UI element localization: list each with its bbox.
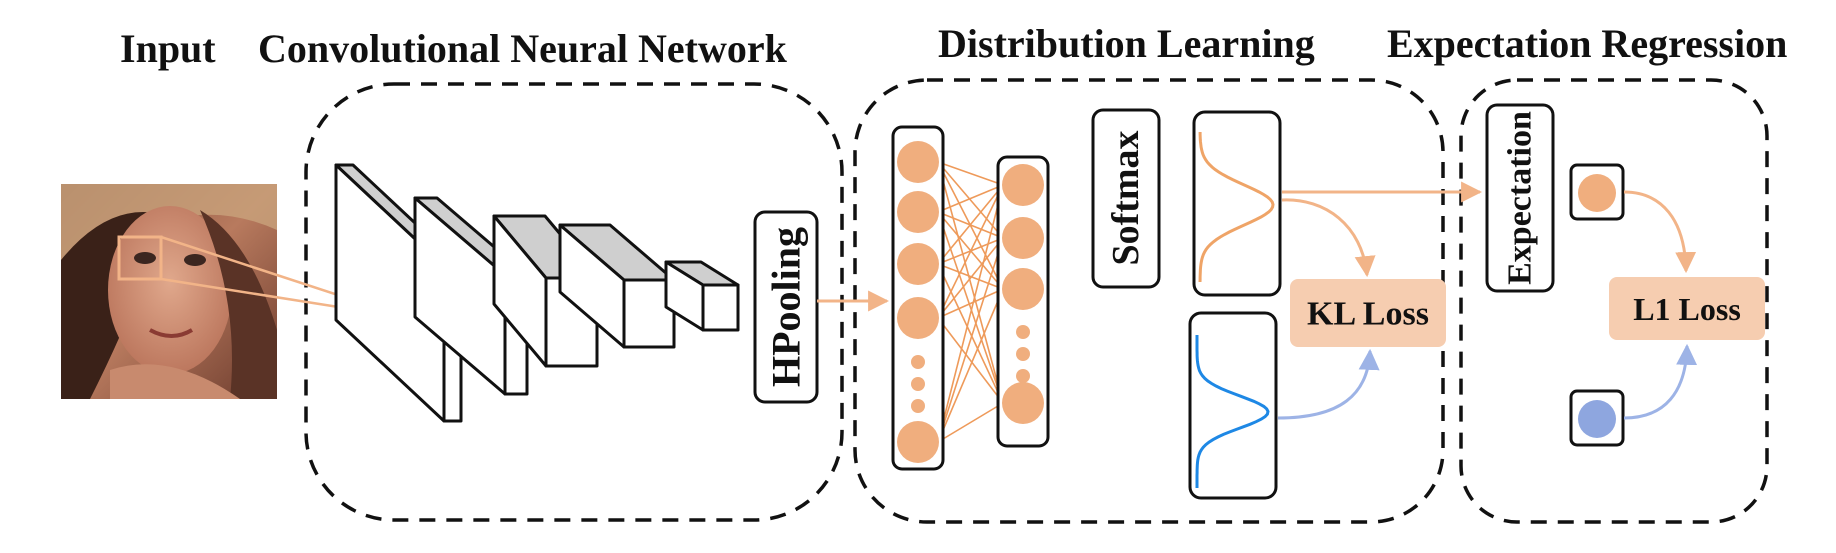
softmax-box <box>1091 108 1161 289</box>
fc-node-col1-1 <box>897 191 939 233</box>
expectation-box <box>1485 103 1555 293</box>
gt-age-node <box>1578 400 1616 438</box>
fc-node-col2-2 <box>1002 268 1044 310</box>
fc-connection-line <box>937 237 1004 443</box>
softmax-label: Softmax <box>1105 130 1147 265</box>
title-input: Input <box>120 26 216 71</box>
title-distribution-learning: Distribution Learning <box>938 21 1315 66</box>
gt-to-kl-arrow <box>1277 348 1380 420</box>
fc-connection-line <box>937 161 1004 404</box>
fc-connections <box>937 161 1004 443</box>
predicted-distribution-line <box>1198 132 1275 283</box>
cnn-layer-4 <box>558 223 676 349</box>
gt-distribution-box <box>1188 311 1278 500</box>
l1-loss-label: L1 Loss <box>1633 291 1741 327</box>
fc-node-col2-1 <box>1002 217 1044 259</box>
predicted-distribution-box <box>1192 110 1282 297</box>
predicted-age-node <box>1578 174 1616 212</box>
fc-connection-line <box>937 184 1004 319</box>
kl-loss-box <box>1290 279 1446 347</box>
fc-connection-line <box>937 263 1004 404</box>
expectation-section-box <box>1459 78 1769 524</box>
fc-connection-line <box>937 402 1004 443</box>
gt-node-to-l1-arrow <box>1623 343 1698 420</box>
fc-ellipsis-dot-col2-2 <box>1016 369 1030 383</box>
pred-to-kl-arrow <box>1281 198 1376 278</box>
fc-connection-line <box>937 317 1004 404</box>
fc-ellipsis-dot-col1-0 <box>911 355 925 369</box>
hpooling-label: HPooling <box>764 227 809 387</box>
fc-node-col1-4 <box>897 421 939 463</box>
fc-connection-line <box>937 184 1004 443</box>
title-cnn: Convolutional Neural Network <box>258 26 788 71</box>
fc-node-col1-0 <box>897 141 939 183</box>
title-expectation-regression: Expectation Regression <box>1387 21 1787 66</box>
fc-connection-line <box>937 211 1004 404</box>
kl-loss-label: KL Loss <box>1307 296 1429 333</box>
l1-loss-box <box>1609 277 1765 340</box>
fc-ellipsis-dot-col2-0 <box>1016 325 1030 339</box>
fc-node-col1-3 <box>897 297 939 339</box>
fc-connection-line <box>937 288 1004 443</box>
cnn-layer-2 <box>413 196 529 396</box>
fc-node-col2-3 <box>1002 382 1044 424</box>
expectation-label: Expectation <box>1502 111 1539 285</box>
fc-connection-line <box>937 184 1004 265</box>
cnn-layer-5 <box>664 260 740 332</box>
hpooling-box <box>753 210 819 404</box>
fc-nodes <box>897 141 1044 463</box>
fc-connection-line <box>937 161 1004 186</box>
fc-connection-line <box>937 263 1004 290</box>
fc-connection-line <box>937 288 1004 319</box>
fc-ellipsis-dot-col1-1 <box>911 377 925 391</box>
fc-connection-line <box>937 184 1004 213</box>
fc-node-col1-2 <box>897 243 939 285</box>
fc-ellipsis-dot-col2-1 <box>1016 347 1030 361</box>
fc-node-col2-0 <box>1002 164 1044 206</box>
fc-connection-line <box>937 237 1004 319</box>
gt-distribution-line <box>1195 335 1270 488</box>
fc-ellipsis-dot-col1-2 <box>911 399 925 413</box>
pred-node-to-l1-arrow <box>1623 190 1697 274</box>
eye-highlight-box <box>117 235 163 281</box>
